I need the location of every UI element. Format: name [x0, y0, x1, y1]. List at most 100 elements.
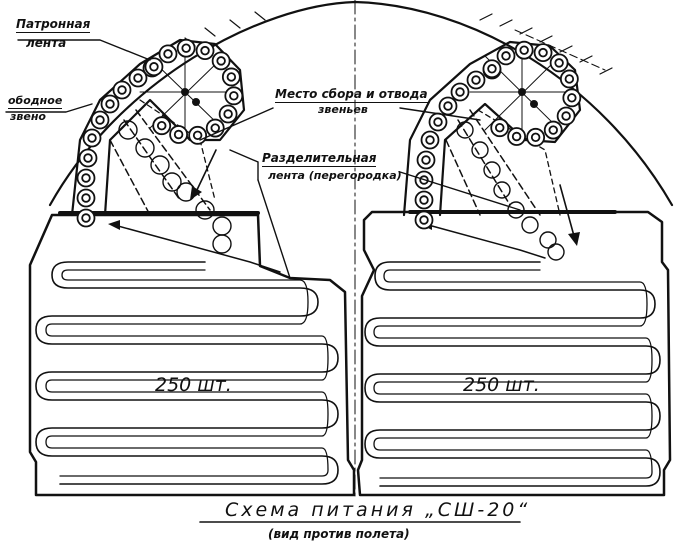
label-cartridge-belt-2: лента [26, 37, 66, 49]
label-link-line-2: звено [10, 110, 46, 123]
right-cartridge-16 [562, 88, 582, 108]
left-link-2 [150, 155, 170, 175]
left-box-belt-folds [35, 261, 339, 485]
left-link-7 [212, 234, 232, 254]
right-cartridge-20-core [511, 131, 522, 142]
left-rotor-hub-2 [192, 98, 200, 106]
right-cartridge-6 [438, 96, 458, 116]
left-ammo-box [28, 211, 356, 497]
right-cartridge-18-core [548, 125, 558, 135]
left-box-belt-folds-inner [45, 269, 329, 477]
left-cartridge-12-core [181, 43, 191, 53]
left-cartridge-18-core [210, 123, 220, 133]
left-cartridge-2 [76, 168, 96, 188]
right-chute-dashed [445, 109, 541, 216]
left-cartridge-12 [176, 38, 196, 58]
right-feed-arrow [559, 184, 575, 237]
right-cartridge-2-core [419, 175, 429, 185]
right-cartridge-16-core [567, 93, 577, 103]
right-link-5 [521, 216, 539, 234]
right-cartridge-0 [414, 210, 434, 230]
left-chute-outline [70, 38, 246, 217]
left-box-count: 250 шт. [155, 374, 232, 396]
left-cartridge-3-core [83, 153, 93, 163]
leader-link [5, 103, 93, 113]
left-separator-line [117, 225, 281, 273]
leader-lines [5, 39, 521, 279]
label-link-collection-line-1: Место сбора и отвода [275, 87, 428, 103]
right-cartridge-5 [428, 112, 448, 132]
left-cartridge-21-core [156, 120, 167, 131]
right-cartridge-0-core [419, 215, 429, 225]
right-box-belt-folds-inner [373, 269, 653, 479]
left-link-3 [162, 172, 182, 192]
right-cartridge-6-core [443, 101, 453, 111]
right-box-belt-folds [364, 261, 661, 487]
right-chute-outline [402, 40, 582, 217]
right-rotor-hub [518, 88, 526, 96]
label-cartridge-belt-line-1: Патронная [16, 17, 91, 33]
left-cartridge-11-core [163, 49, 173, 59]
left-cartridge-11 [158, 44, 178, 64]
right-cartridge-12-core [519, 45, 529, 55]
label-link: ободное [8, 94, 63, 109]
label-link-collection: Место сбора и отвода [275, 87, 428, 103]
left-link-outlet-dashed [139, 99, 216, 201]
leader-separator-left [229, 149, 259, 181]
diagram-subtitle: (вид против полета) [268, 527, 410, 541]
left-cartridge-8-core [133, 73, 143, 83]
left-cartridge-3 [78, 148, 98, 168]
leader-link-collection-left [199, 107, 274, 141]
right-cartridge-13 [533, 43, 553, 63]
left-cartridge-8 [128, 68, 148, 88]
right-cartridge-10-core [487, 64, 497, 74]
left-cartridge-14 [211, 51, 231, 71]
left-cartridge-19-core [192, 130, 203, 141]
right-cartridge-5-core [433, 117, 443, 127]
left-cartridge-5-core [95, 115, 105, 125]
left-cartridge-17-core [223, 109, 233, 119]
right-cartridge-7-core [455, 87, 465, 97]
label-separator-belt-line-2: лента (перегородка) [268, 169, 402, 182]
left-cartridge-13-core [200, 45, 210, 56]
right-box-outline [356, 210, 672, 497]
left-cartridge-0-core [81, 213, 91, 223]
left-cartridge-6 [100, 94, 120, 114]
left-link-0 [118, 120, 138, 140]
right-cartridge-7 [450, 82, 470, 102]
left-cartridge-6-core [105, 99, 115, 109]
left-cartridge-7-core [117, 85, 127, 95]
left-feed-arrow [195, 149, 217, 193]
left-cartridge-4-core [87, 133, 97, 143]
left-cartridge-2-core [81, 173, 91, 183]
right-cartridge-1 [414, 190, 434, 210]
left-feed-arrowhead [190, 186, 202, 200]
label-cartridge-belt: Патронная [16, 17, 91, 33]
left-box-outline [28, 213, 356, 497]
left-rotor-hub [181, 88, 189, 96]
label-cartridge-belt-line-2: лента [26, 36, 67, 50]
right-cartridge-19-core [530, 132, 541, 143]
right-link-4 [507, 201, 525, 219]
left-cartridge-1 [76, 188, 96, 208]
left-cartridge-1-core [81, 193, 91, 203]
diagram-title: Схема питания „СШ-20“ [225, 499, 531, 521]
left-cartridge-16-core [229, 91, 239, 101]
right-cartridge-11 [496, 46, 516, 66]
right-link-6 [539, 231, 557, 249]
right-cartridge-4 [420, 130, 440, 150]
leader-link-collection-right [399, 107, 481, 121]
left-link-1 [135, 138, 155, 158]
right-cartridge-19 [526, 127, 546, 147]
left-feed-mechanism [70, 38, 246, 254]
label-separator-belt-line-1: Разделительная [262, 151, 377, 167]
right-cartridge-21 [490, 118, 510, 138]
right-feed-mechanism [402, 29, 606, 261]
right-link-7 [547, 243, 565, 261]
label-link-collection-line-2: звеньев [318, 103, 368, 116]
right-box-count: 250 шт. [463, 374, 540, 396]
left-cartridge-20 [169, 125, 189, 144]
left-cartridge-16 [224, 86, 244, 106]
